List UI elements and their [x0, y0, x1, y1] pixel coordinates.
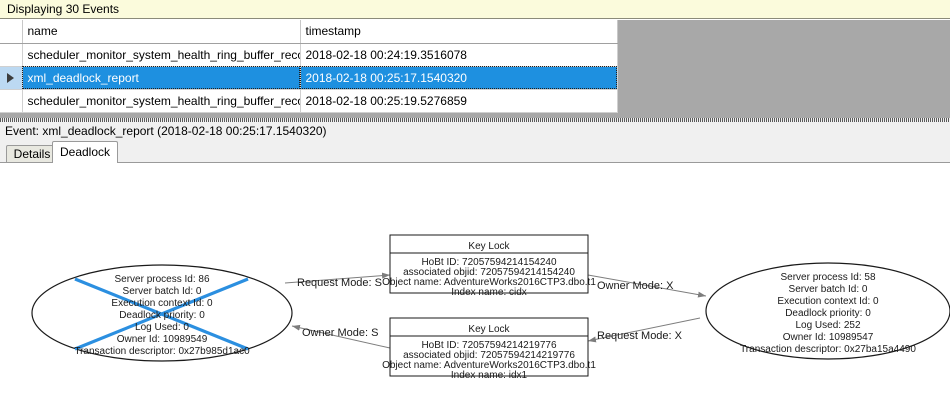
event-detail-title: Event: xml_deadlock_report (2018-02-18 0…: [5, 124, 327, 138]
process-left-line-2: Server batch Id: 0: [123, 286, 202, 297]
edge-left-request: Request Mode: S: [284, 272, 391, 289]
row-selector-cell[interactable]: [0, 66, 23, 90]
deadlock-graph-svg: Request Mode: S Owner Mode: S Owner Mode…: [31, 234, 950, 381]
events-grid[interactable]: name timestamp scheduler_monitor_system_…: [0, 20, 618, 113]
tab-details[interactable]: Details: [6, 145, 58, 163]
process-left-line-5: Log Used: 0: [135, 322, 189, 333]
process-right-line-4: Deadlock priority: 0: [785, 308, 871, 319]
key-lock-bottom-line-2: associated objid: 72057594214219776: [403, 350, 575, 361]
cell-name[interactable]: xml_deadlock_report: [22, 66, 301, 90]
process-right-line-5: Log Used: 252: [795, 320, 860, 331]
cell-timestamp[interactable]: 2018-02-18 00:25:17.1540320: [300, 66, 618, 90]
edge-right-owner-label: Owner Mode: X: [597, 280, 674, 292]
tab-deadlock[interactable]: Deadlock: [52, 141, 118, 163]
process-node-right[interactable]: Server process Id: 58 Server batch Id: 0…: [705, 262, 950, 360]
events-grid-panel[interactable]: name timestamp scheduler_monitor_system_…: [0, 20, 950, 118]
process-left-line-6: Owner Id: 10989549: [117, 334, 208, 345]
cell-name[interactable]: scheduler_monitor_system_health_ring_buf…: [22, 43, 301, 67]
edge-left-owner-label: Owner Mode: S: [302, 327, 378, 339]
key-lock-top-line-3: Object name: AdventureWorks2016CTP3.dbo.…: [382, 277, 596, 288]
process-right-ellipse[interactable]: [705, 262, 950, 360]
row-arrow-icon: [7, 73, 15, 84]
process-left-line-3: Execution context Id: 0: [111, 298, 213, 309]
edge-left-owner: Owner Mode: S: [291, 324, 391, 349]
resource-node-key-lock-top[interactable]: Key Lock HoBt ID: 72057594214154240 asso…: [382, 234, 596, 298]
key-lock-top-box[interactable]: [389, 234, 589, 294]
edge-left-request-label: Request Mode: S: [297, 277, 382, 289]
edge-right-owner: Owner Mode: X: [587, 274, 707, 298]
panel-splitter[interactable]: [0, 118, 950, 122]
event-detail-header: Event: xml_deadlock_report (2018-02-18 0…: [0, 122, 950, 141]
key-lock-top-line-2: associated objid: 72057594214154240: [403, 267, 575, 278]
table-row[interactable]: scheduler_monitor_system_health_ring_buf…: [0, 43, 618, 67]
process-left-line-7: Transaction descriptor: 0x27b985d1ac0: [74, 346, 250, 357]
key-lock-top-title: Key Lock: [468, 241, 510, 252]
deadlock-graph-canvas[interactable]: Request Mode: S Owner Mode: S Owner Mode…: [0, 162, 950, 400]
row-selector-cell[interactable]: [0, 43, 23, 67]
process-right-line-7: Transaction descriptor: 0x27ba15a4490: [740, 344, 916, 355]
events-grid-body: scheduler_monitor_system_health_ring_buf…: [0, 43, 618, 113]
row-selector-cell[interactable]: [0, 89, 23, 113]
key-lock-top-line-1: HoBt ID: 72057594214154240: [421, 257, 557, 268]
process-right-line-3: Execution context Id: 0: [777, 296, 879, 307]
cell-timestamp[interactable]: 2018-02-18 00:25:19.5276859: [300, 89, 618, 113]
victim-cross-stroke-b: [74, 277, 249, 351]
column-header-timestamp[interactable]: timestamp: [300, 20, 618, 44]
key-lock-bottom-line-1: HoBt ID: 72057594214219776: [421, 340, 557, 351]
event-count-bar: Displaying 30 Events: [0, 0, 950, 19]
edge-right-request: Request Mode: X: [587, 317, 701, 343]
table-row-selected[interactable]: xml_deadlock_report 2018-02-18 00:25:17.…: [0, 66, 618, 90]
grid-header-row: name timestamp: [0, 20, 618, 44]
process-right-line-6: Owner Id: 10989547: [783, 332, 874, 343]
key-lock-top-line-4: Index name: cidx: [451, 287, 527, 298]
key-lock-bottom-line-4: Index name: idx1: [451, 370, 528, 381]
column-header-selector[interactable]: [0, 20, 23, 44]
detail-tabstrip: Details Deadlock: [0, 141, 950, 163]
key-lock-bottom-line-3: Object name: AdventureWorks2016CTP3.dbo.…: [382, 360, 596, 371]
edge-right-request-label: Request Mode: X: [597, 330, 683, 342]
key-lock-bottom-box[interactable]: [389, 317, 589, 377]
cell-timestamp[interactable]: 2018-02-18 00:24:19.3516078: [300, 43, 618, 67]
column-header-name[interactable]: name: [22, 20, 301, 44]
table-row[interactable]: scheduler_monitor_system_health_ring_buf…: [0, 89, 618, 113]
process-right-line-1: Server process Id: 58: [780, 272, 875, 283]
process-right-line-2: Server batch Id: 0: [789, 284, 868, 295]
key-lock-bottom-title: Key Lock: [468, 324, 510, 335]
cell-name[interactable]: scheduler_monitor_system_health_ring_buf…: [22, 89, 301, 113]
process-node-left[interactable]: Server process Id: 86 Server batch Id: 0…: [31, 264, 293, 362]
process-left-line-1: Server process Id: 86: [114, 274, 209, 285]
resource-node-key-lock-bottom[interactable]: Key Lock HoBt ID: 72057594214219776 asso…: [382, 317, 596, 381]
event-count-label: Displaying 30 Events: [7, 2, 120, 16]
process-left-line-4: Deadlock priority: 0: [119, 310, 205, 321]
